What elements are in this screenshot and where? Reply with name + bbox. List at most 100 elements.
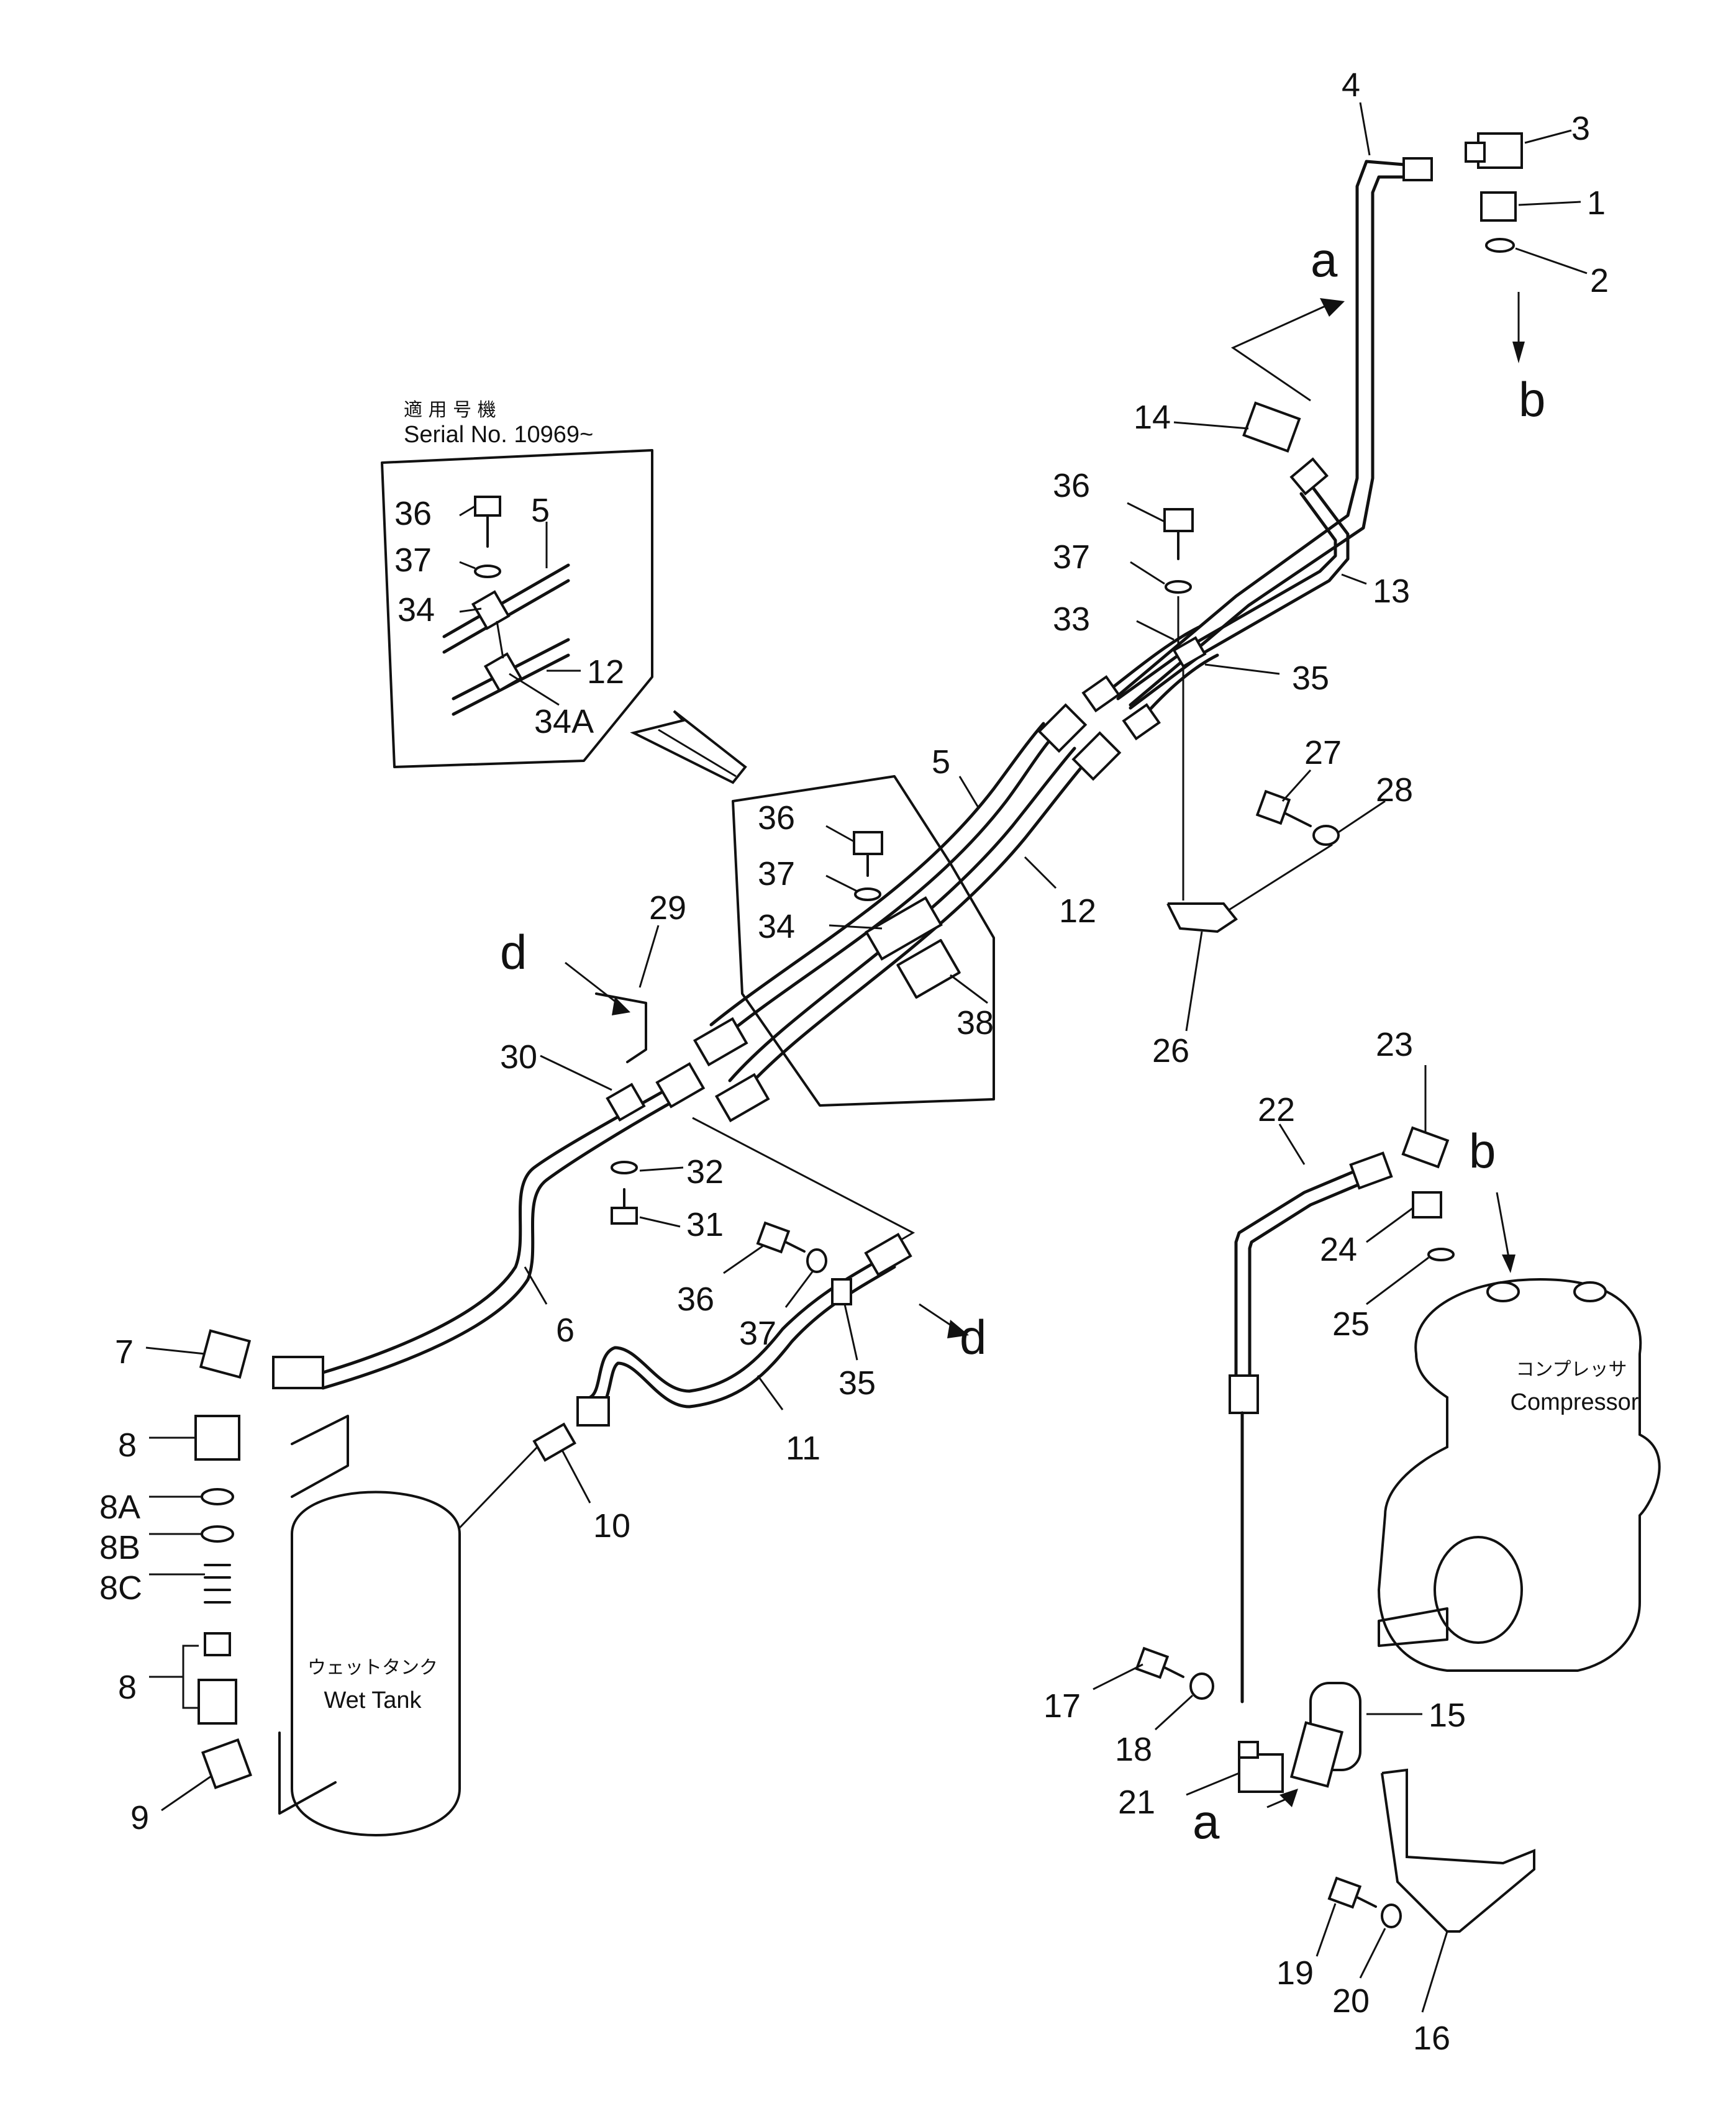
label-24: 24 — [1320, 1231, 1357, 1268]
switch-21-top — [1238, 1741, 1259, 1759]
inset-washer — [474, 565, 501, 578]
leader-24 — [1366, 1207, 1414, 1243]
valve-8-body — [198, 1679, 237, 1725]
leader-14 — [1173, 421, 1249, 430]
clamp-35 — [831, 1278, 852, 1305]
label-12-main: 12 — [1059, 892, 1096, 930]
wet-tank-bracket-bottom — [278, 1731, 337, 1815]
compressor: コンプレッサ Compressor — [1377, 1192, 1661, 1672]
leader-9 — [161, 1775, 212, 1812]
clamp-33 — [1172, 636, 1207, 668]
washer-18 — [1189, 1672, 1214, 1700]
leader-37-lower — [784, 1269, 815, 1308]
callout-a-upper: a — [1311, 232, 1338, 287]
leader-inset-34 — [459, 607, 482, 613]
label-28: 28 — [1376, 771, 1413, 809]
leader-4 — [1359, 102, 1371, 156]
connector-14-group — [1230, 298, 1345, 453]
elbow-9 — [201, 1738, 253, 1790]
inset-bolt-head — [474, 496, 501, 517]
bracket-29 — [595, 992, 647, 1063]
leader-28 — [1338, 800, 1386, 833]
valve-8-top — [204, 1632, 231, 1656]
bracket-26-leader — [1214, 843, 1333, 920]
leader-38 — [950, 974, 988, 1004]
fitting-stack-left — [182, 1329, 253, 1790]
label-36-upper: 36 — [1053, 467, 1090, 504]
tube-35-nut — [1122, 703, 1161, 741]
leader-32 — [639, 1166, 684, 1172]
label-20: 20 — [1332, 1982, 1370, 2020]
label-16: 16 — [1413, 2020, 1450, 2057]
hose-12-top-end — [1071, 731, 1122, 781]
leader-inset-37 — [459, 561, 476, 569]
fitting-1 — [1480, 191, 1517, 222]
leader-19 — [1316, 1903, 1337, 1957]
clamp-34 — [865, 896, 943, 961]
arrow-a-lower-head — [1279, 1789, 1298, 1807]
detail-bolt-36 — [853, 831, 883, 855]
upper-washer-37 — [1165, 580, 1192, 594]
tube-4-nut — [1402, 157, 1433, 181]
label-inset-12: 12 — [587, 653, 624, 691]
leader-10 — [561, 1450, 591, 1504]
washer-28 — [1312, 825, 1340, 846]
arrow-b-compressor-line — [1496, 1192, 1511, 1261]
leader-11 — [757, 1375, 784, 1410]
fitting-3-nipple — [1465, 142, 1486, 163]
washer-20 — [1381, 1904, 1402, 1928]
inset-serial-no: Serial No. 10969~ — [404, 422, 593, 448]
wet-tank-label-jp: ウェットタンク — [307, 1657, 438, 1679]
tube-11-end — [576, 1396, 610, 1427]
bolt-31-head — [611, 1207, 638, 1225]
hose-5 — [722, 731, 1058, 1039]
wet-tank: ウェットタンク Wet Tank — [278, 1415, 461, 1836]
tube-4-edge — [1129, 175, 1406, 707]
inset-clamp-link — [496, 620, 504, 659]
label-35-lower: 35 — [838, 1364, 876, 1402]
fitting-24 — [1412, 1191, 1442, 1218]
tube-4 — [1116, 160, 1406, 697]
bolt-36-lower-shank — [784, 1241, 806, 1253]
fittings-top-right — [1465, 132, 1525, 363]
upper-bolt-36 — [1163, 508, 1194, 532]
wet-tank-label-en: Wet Tank — [324, 1687, 422, 1713]
callout-d-right: d — [960, 1310, 986, 1364]
label-9: 9 — [130, 1799, 149, 1836]
part-labels: 4 3 1 2 14 36 37 33 13 35 27 28 26 5 12 … — [99, 66, 1609, 2057]
valve-15-group — [1135, 1646, 1535, 1933]
tube-11-nut — [864, 1232, 912, 1277]
compressor-shaft — [1378, 1607, 1448, 1647]
leader-2 — [1515, 247, 1588, 275]
label-8B: 8B — [99, 1529, 140, 1566]
tube-22-nut — [1349, 1151, 1393, 1190]
tube-11-edge — [594, 1265, 896, 1415]
label-10: 10 — [593, 1507, 630, 1545]
inset-clamp-34 — [471, 590, 511, 630]
inset-frame — [381, 449, 653, 768]
label-14: 14 — [1134, 399, 1171, 436]
leader-34-detail — [829, 924, 883, 930]
pad-38 — [896, 939, 961, 999]
tube-6-bottom-nut — [272, 1356, 324, 1389]
washer-8A — [201, 1488, 234, 1505]
switch-21 — [1238, 1753, 1284, 1793]
label-17: 17 — [1043, 1687, 1081, 1725]
leader-7 — [145, 1346, 206, 1355]
label-38: 38 — [957, 1004, 994, 1041]
leader-5 — [958, 776, 979, 808]
leader-20 — [1359, 1928, 1386, 1979]
fitting-10-link — [458, 1446, 539, 1529]
label-22: 22 — [1258, 1091, 1295, 1128]
label-18: 18 — [1115, 1731, 1152, 1768]
washer-32 — [611, 1161, 638, 1174]
fitting-8 — [194, 1415, 240, 1461]
label-13: 13 — [1373, 573, 1410, 610]
label-32: 32 — [686, 1153, 724, 1191]
label-33: 33 — [1053, 601, 1090, 638]
leader-inset-34A — [509, 673, 560, 706]
compressor-port-2 — [1573, 1281, 1607, 1302]
tube-33-nut — [1081, 675, 1120, 713]
serial-inset: 適 用 号 機 Serial No. 10969~ — [381, 399, 653, 768]
